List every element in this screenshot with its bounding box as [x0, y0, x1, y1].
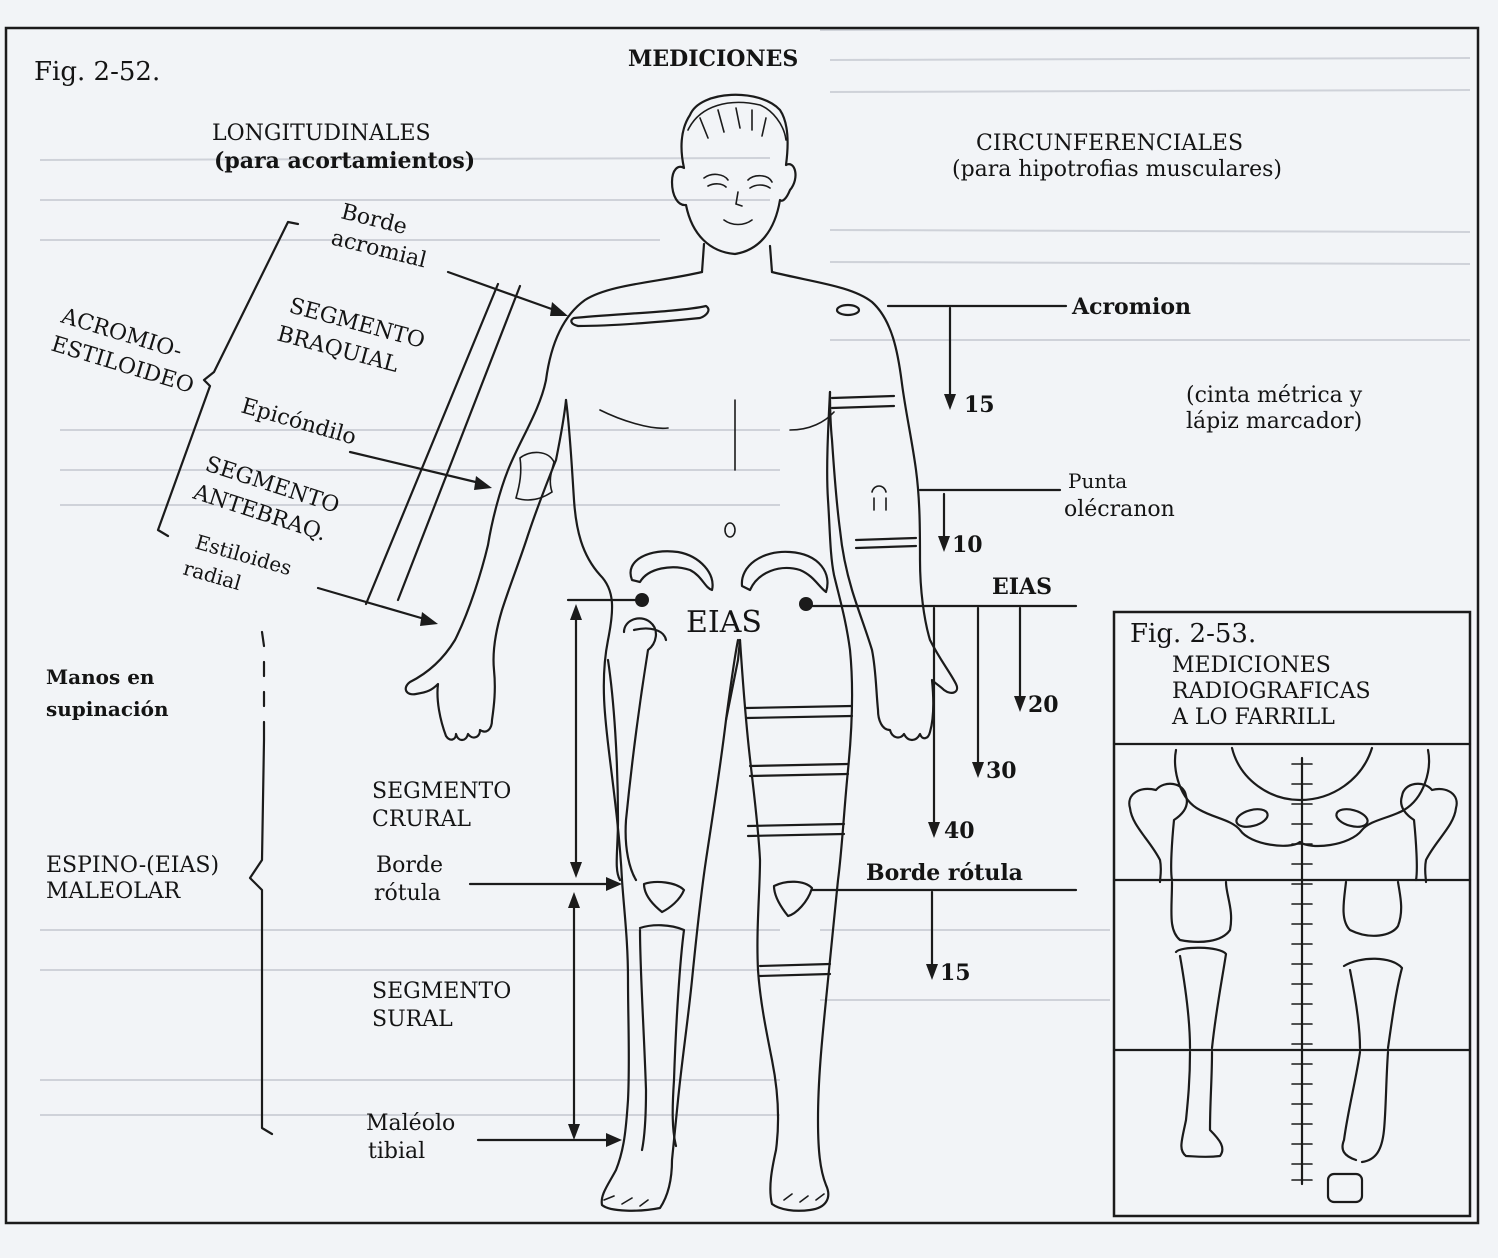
measure-40: 40: [944, 818, 975, 844]
inset-title-1: MEDICIONES: [1172, 653, 1331, 678]
inset-title-3: A LO FARRILL: [1171, 705, 1335, 730]
background-text-bleed: [40, 28, 1470, 1115]
label-epicondilo: Epicóndilo: [238, 394, 359, 451]
label-punta-2: olécranon: [1064, 497, 1175, 522]
label-borde-rotula-1: Borde: [376, 853, 443, 878]
measure-10: 10: [952, 532, 983, 558]
measure-20: 20: [1028, 692, 1059, 718]
measure-15-arm: 15: [964, 392, 995, 418]
xray-scale-ruler: [1292, 758, 1312, 1184]
xray-right-femur: [1401, 784, 1457, 882]
label-punta-1: Punta: [1068, 469, 1127, 493]
left-annotations: Borde acromial SEGMENTO BRAQUIAL ACROMIO…: [46, 200, 636, 1164]
label-seg-crural-2: CRURAL: [372, 807, 471, 832]
label-cinta-2: lápiz marcador): [1186, 409, 1362, 434]
fig-main-title: MEDICIONES: [628, 46, 798, 72]
label-seg-sural-1: SEGMENTO: [372, 979, 511, 1004]
espino-maleolar-bracket: [250, 632, 272, 1134]
label-borde-rotula-2: rótula: [374, 881, 441, 906]
label-manos-2: supinación: [46, 697, 169, 721]
right-acromion-marker: [837, 305, 859, 315]
label-eias-center: EIAS: [686, 605, 762, 640]
inset-label: Fig. 2-53.: [1130, 619, 1256, 649]
navel: [725, 523, 735, 537]
right-eias-point: [799, 597, 813, 611]
xray-left-femur: [1129, 784, 1187, 882]
label-acromion: Acromion: [1071, 294, 1191, 320]
label-maleolo-2: tibial: [368, 1139, 425, 1164]
label-cinta-1: (cinta métrica y: [1186, 383, 1363, 408]
left-elbow-bone: [516, 452, 554, 500]
measure-30: 30: [986, 758, 1017, 784]
left-heading: LONGITUDINALES: [212, 121, 431, 146]
label-seg-crural-1: SEGMENTO: [372, 779, 511, 804]
label-maleolo-1: Maléolo: [366, 1111, 455, 1136]
right-subheading: (para hipotrofias musculares): [952, 157, 1282, 182]
right-annotations: Acromion 15 (cinta métrica y lápiz marca…: [812, 294, 1363, 986]
label-espino-1: ESPINO-(EIAS): [46, 853, 219, 878]
inset-figure: Fig. 2-53. MEDICIONES RADIOGRAFICAS A LO…: [1114, 612, 1470, 1216]
inset-title-2: RADIOGRAFICAS: [1172, 679, 1371, 704]
left-patella: [644, 882, 684, 912]
label-espino-2: MALEOLAR: [46, 879, 182, 904]
right-side-outline: [772, 272, 957, 740]
left-subheading: (para acortamientos): [214, 148, 475, 174]
left-acromion-bar: [571, 306, 708, 326]
label-seg-sural-2: SURAL: [372, 1007, 453, 1032]
label-eias-right: EIAS: [992, 574, 1052, 600]
label-borde-rotula-right: Borde rótula: [866, 860, 1023, 886]
left-femur: [608, 618, 666, 880]
measure-15-leg: 15: [940, 960, 971, 986]
pelvis-left: [631, 551, 713, 590]
right-heading: CIRCUNFERENCIALES: [976, 131, 1243, 156]
label-manos-1: Manos en: [46, 665, 155, 689]
right-olecranon-marker: [872, 486, 886, 510]
right-patella: [774, 882, 812, 916]
fig-main-label: Fig. 2-52.: [34, 57, 160, 87]
hair: [688, 102, 786, 140]
pelvis-right: [742, 552, 828, 592]
